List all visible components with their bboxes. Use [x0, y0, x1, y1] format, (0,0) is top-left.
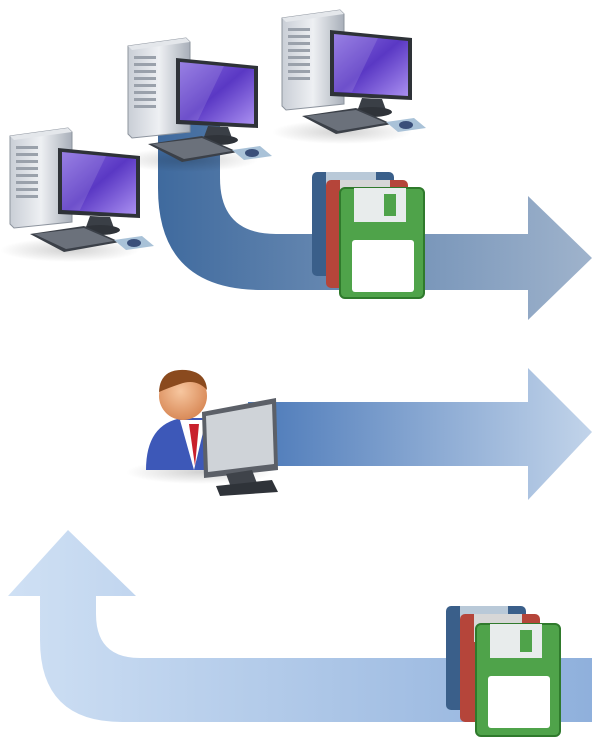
- floppy-disk-icon: [475, 623, 561, 737]
- user-arrow: [248, 368, 592, 500]
- floppy-disk-icon: [339, 187, 425, 299]
- workstation-computer-3: [0, 127, 155, 263]
- user-at-computer-icon: [126, 369, 278, 496]
- workstation-computer-1: [271, 9, 427, 145]
- floppy-disk-stack-bottom: [446, 606, 561, 737]
- floppy-disk-stack-top: [312, 172, 425, 299]
- workstation-computer-2: [117, 37, 273, 173]
- backup-arrow: [158, 120, 592, 320]
